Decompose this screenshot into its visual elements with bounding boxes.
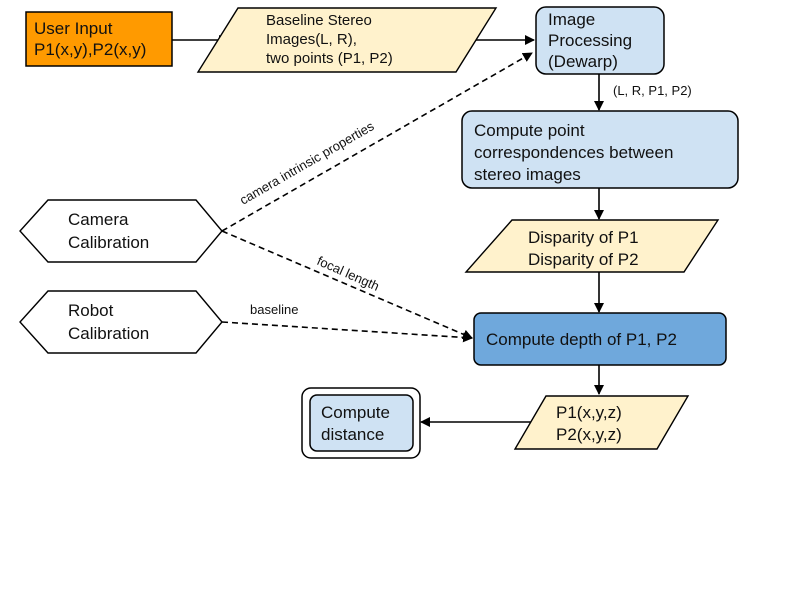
image-processing-line-1: Image: [548, 10, 595, 29]
image-processing-node: Image Processing (Dewarp): [535, 6, 665, 75]
xyz-line-2: P2(x,y,z): [556, 425, 622, 444]
user-input-line-2: P1(x,y),P2(x,y): [34, 40, 146, 59]
stereo-images-node: Baseline Stereo Images(L, R), two points…: [196, 7, 498, 73]
edge-label-focal-length: focal length: [315, 253, 382, 294]
stereo-images-line-2: Images(L, R),: [266, 31, 357, 48]
point-correspondences-node: Compute point correspondences between st…: [461, 110, 739, 189]
stereo-images-line-1: Baseline Stereo: [266, 12, 372, 29]
compute-distance-line-1: Compute: [321, 403, 390, 422]
point-correspondences-line-3: stereo images: [474, 165, 581, 184]
compute-distance-line-2: distance: [321, 425, 384, 444]
image-processing-line-3: (Dewarp): [548, 52, 618, 71]
camera-calibration-line-2: Calibration: [68, 233, 149, 252]
stereo-images-line-3: two points (P1, P2): [266, 50, 393, 67]
user-input-line-1: User Input: [34, 19, 113, 38]
disparity-line-2: Disparity of P2: [528, 250, 639, 269]
edges: [172, 35, 604, 427]
edge-label-dewarp-output: (L, R, P1, P2): [613, 83, 692, 98]
edge-camera-to-depth: [221, 230, 473, 340]
image-processing-line-2: Processing: [548, 31, 632, 50]
robot-calibration-node: Robot Calibration: [19, 290, 223, 354]
disparity-node: Disparity of P1 Disparity of P2: [464, 219, 720, 273]
edge-label-baseline: baseline: [250, 302, 298, 317]
disparity-line-1: Disparity of P1: [528, 228, 639, 247]
compute-distance-node: Compute distance: [301, 387, 421, 459]
edge-robot-to-depth: [221, 321, 473, 343]
robot-calibration-line-2: Calibration: [68, 324, 149, 343]
point-correspondences-line-1: Compute point: [474, 121, 585, 140]
compute-depth-node: Compute depth of P1, P2: [473, 312, 727, 366]
camera-calibration-node: Camera Calibration: [19, 199, 223, 263]
xyz-node: P1(x,y,z) P2(x,y,z): [513, 395, 690, 450]
point-correspondences-line-2: correspondences between: [474, 143, 673, 162]
compute-depth-label: Compute depth of P1, P2: [486, 330, 677, 349]
camera-calibration-line-1: Camera: [68, 210, 129, 229]
user-input-node: User Input P1(x,y),P2(x,y): [25, 11, 173, 67]
edge-label-camera-intrinsic: camera intrinsic properties: [237, 118, 377, 207]
xyz-line-1: P1(x,y,z): [556, 403, 622, 422]
robot-calibration-line-1: Robot: [68, 301, 114, 320]
